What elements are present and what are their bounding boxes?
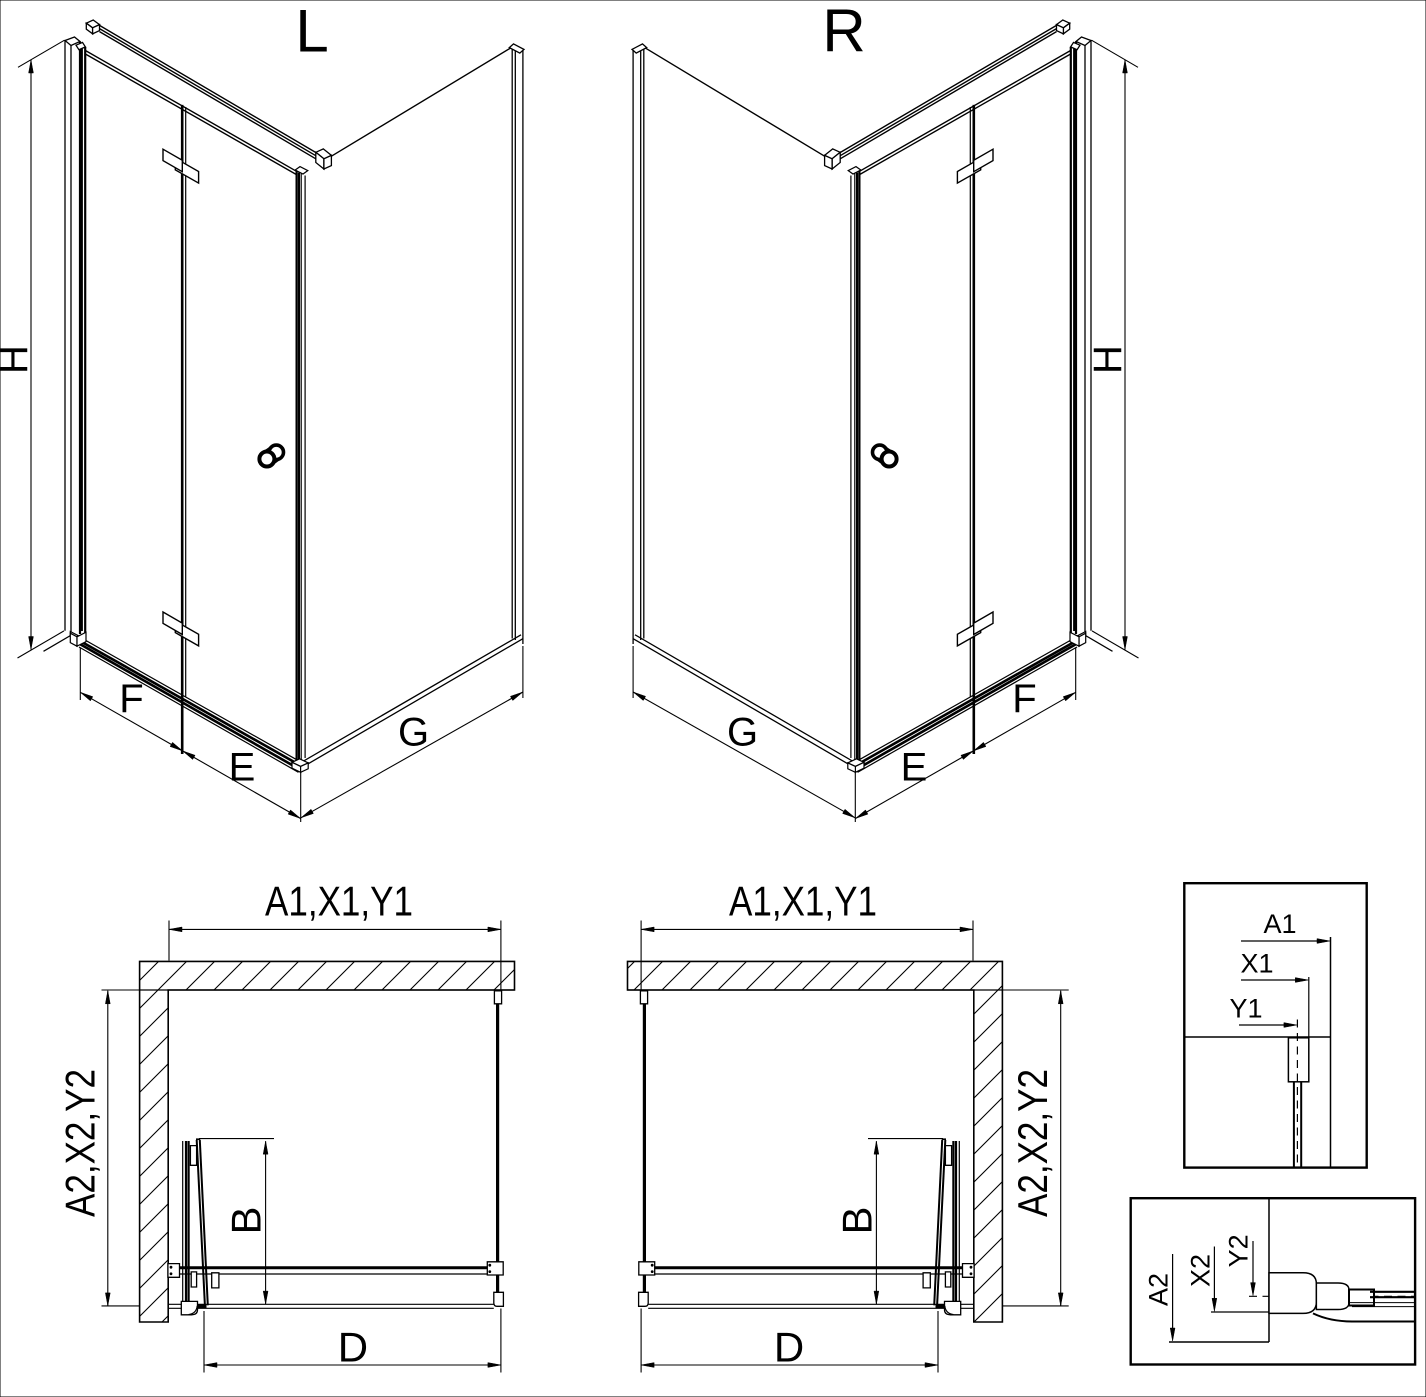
plan-view-left — [101, 920, 516, 1373]
dim-label-side-panel-left: G — [398, 711, 429, 755]
plan-left-width-label: A1,X1,Y1 — [265, 878, 413, 925]
plan-view-right — [626, 920, 1069, 1373]
dim-label-height-right: H — [1086, 345, 1130, 374]
perspective-view-left — [17, 19, 526, 822]
detail-bottom-dim1-label: A2 — [1144, 1273, 1174, 1306]
dim-label-door-panel-right: F — [1012, 677, 1036, 721]
detail-top-dim1-label: A1 — [1263, 909, 1296, 939]
plan-right-entry-width-label: D — [774, 1324, 804, 1371]
view-title-right: R — [822, 0, 865, 65]
detail-bottom-dim2-label: X2 — [1186, 1254, 1216, 1287]
dim-label-side-panel-right: G — [727, 711, 758, 755]
plan-left-door-swing-label: B — [223, 1206, 270, 1234]
labels: L H F E G R H F E G A1,X1,Y1 A2,X2,Y2 B … — [0, 0, 1297, 1371]
dim-label-height-left: H — [0, 345, 36, 374]
view-title-left: L — [295, 0, 328, 65]
plan-left-depth-label: A2,X2,Y2 — [57, 1069, 104, 1217]
detail-top-dim3-label: Y1 — [1229, 994, 1262, 1024]
plan-right-door-swing-label: B — [833, 1206, 880, 1234]
dim-label-door-panel-left: F — [119, 677, 143, 721]
detail-view-top-profile — [1183, 882, 1368, 1169]
plan-right-width-label: A1,X1,Y1 — [729, 878, 877, 925]
dim-label-door-inline-right: E — [901, 746, 928, 790]
detail-view-side-profile — [1129, 1196, 1417, 1366]
detail-bottom-dim3-label: Y2 — [1224, 1234, 1254, 1267]
dim-label-door-inline-left: E — [229, 746, 256, 790]
perspective-view-right — [630, 19, 1139, 822]
plan-right-depth-label: A2,X2,Y2 — [1009, 1069, 1056, 1217]
plan-left-entry-width-label: D — [338, 1324, 368, 1371]
detail-top-dim2-label: X1 — [1240, 949, 1273, 979]
